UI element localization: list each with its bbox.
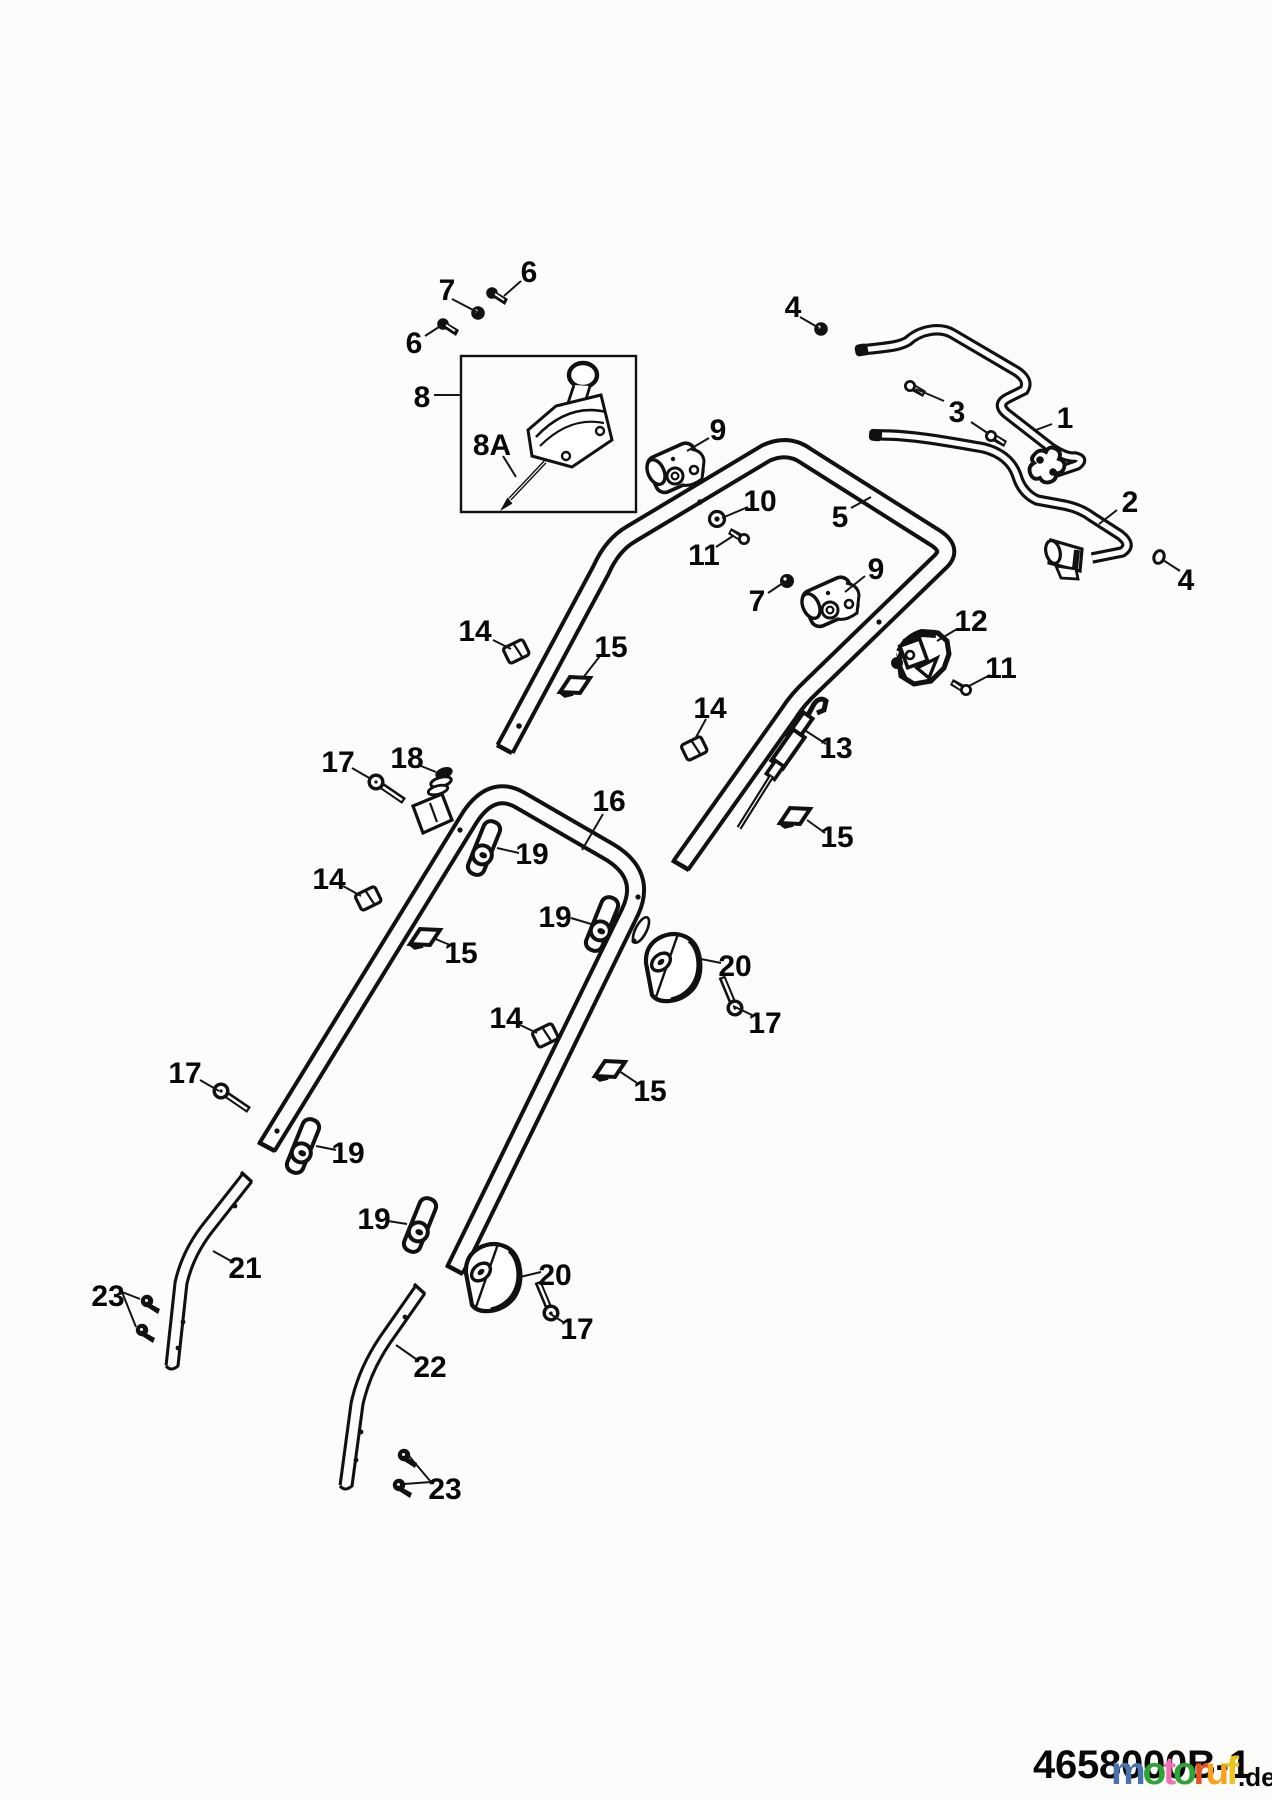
svg-text:19: 19: [331, 1137, 364, 1170]
svg-text:4: 4: [1178, 564, 1195, 597]
svg-text:17: 17: [748, 1007, 781, 1040]
svg-text:14: 14: [312, 863, 346, 896]
svg-text:13: 13: [819, 732, 852, 765]
svg-text:9: 9: [868, 553, 885, 586]
svg-text:4658000B-1: 4658000B-1: [1033, 1743, 1251, 1787]
svg-text:3: 3: [949, 396, 966, 429]
svg-text:11: 11: [688, 539, 720, 572]
svg-text:17: 17: [560, 1313, 593, 1346]
svg-text:15: 15: [633, 1075, 666, 1108]
svg-text:1: 1: [1057, 402, 1074, 435]
svg-text:15: 15: [444, 937, 477, 970]
svg-text:8: 8: [414, 381, 431, 414]
svg-text:6: 6: [406, 327, 423, 360]
svg-text:23: 23: [428, 1473, 461, 1506]
svg-text:8A: 8A: [473, 429, 511, 462]
svg-text:14: 14: [489, 1002, 523, 1035]
svg-text:17: 17: [168, 1057, 201, 1090]
svg-text:7: 7: [439, 274, 456, 307]
svg-text:5: 5: [832, 501, 849, 534]
svg-text:15: 15: [594, 631, 627, 664]
svg-text:14: 14: [693, 692, 727, 725]
svg-text:16: 16: [592, 785, 625, 818]
svg-text:12: 12: [954, 605, 987, 638]
svg-text:20: 20: [538, 1259, 571, 1292]
svg-text:2: 2: [1122, 486, 1139, 519]
svg-text:4: 4: [785, 291, 802, 324]
svg-text:23: 23: [91, 1280, 124, 1313]
svg-text:21: 21: [228, 1252, 261, 1285]
svg-text:18: 18: [390, 742, 423, 775]
svg-text:11: 11: [985, 652, 1017, 685]
svg-text:9: 9: [710, 414, 727, 447]
svg-text:15: 15: [820, 821, 853, 854]
svg-text:17: 17: [321, 746, 354, 779]
svg-text:19: 19: [515, 838, 548, 871]
svg-text:14: 14: [458, 615, 492, 648]
svg-text:19: 19: [357, 1203, 390, 1236]
svg-text:6: 6: [521, 256, 538, 289]
svg-text:22: 22: [413, 1351, 446, 1384]
svg-text:10: 10: [743, 485, 776, 518]
svg-text:19: 19: [538, 901, 571, 934]
svg-text:7: 7: [749, 585, 766, 618]
svg-text:.de: .de: [1238, 1762, 1272, 1792]
svg-text:20: 20: [718, 950, 751, 983]
svg-text:motoruf: motoruf: [1111, 1750, 1240, 1793]
